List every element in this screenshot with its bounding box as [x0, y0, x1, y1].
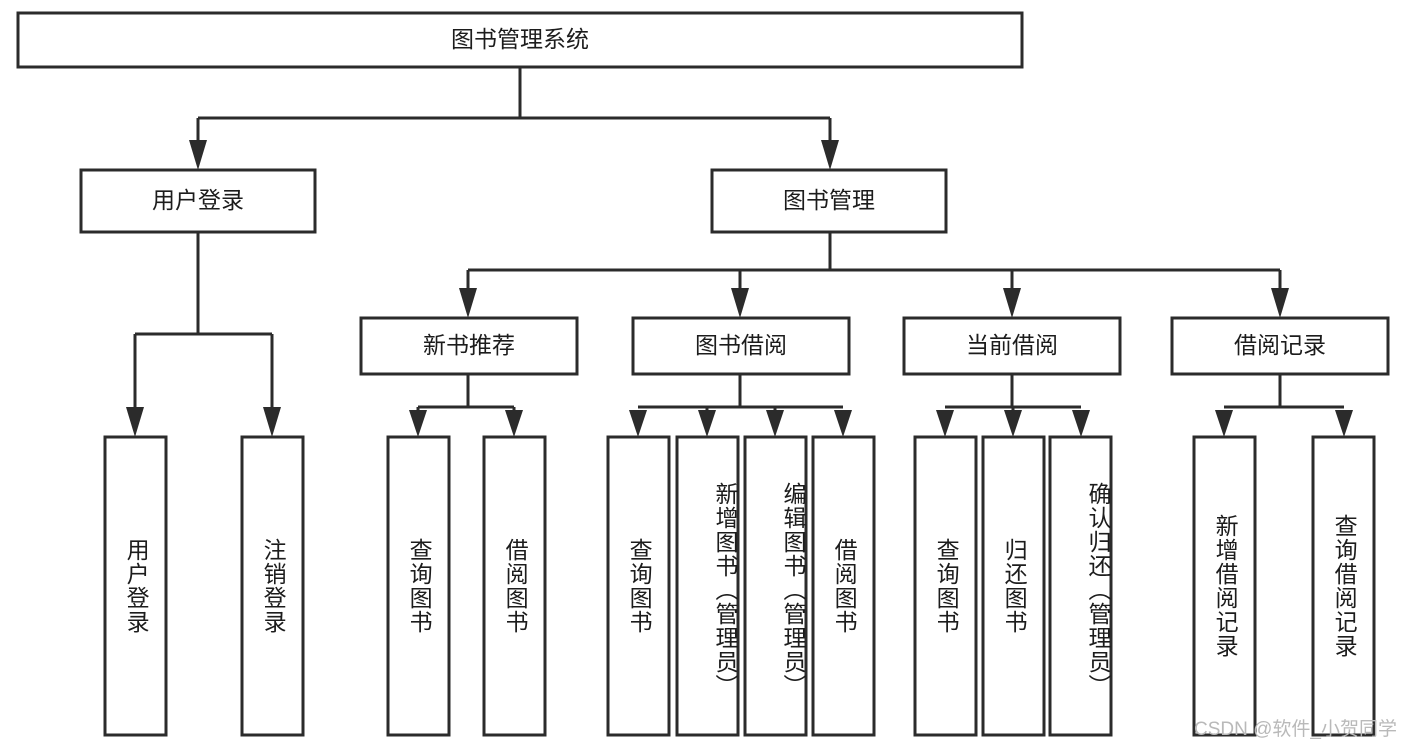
leaf-box-logout[interactable]	[240, 435, 305, 737]
node-book-management-label: 图书管理	[783, 187, 875, 213]
arrow-head-bb-edit-book	[766, 410, 784, 437]
connector-group-new-book-rec	[409, 374, 523, 437]
node-root-box[interactable]	[16, 11, 1024, 69]
leaf-box-bb-query-book[interactable]	[606, 435, 671, 737]
arrow-head-borrow-record	[1271, 288, 1289, 318]
node-new-book-recommend-label: 新书推荐	[423, 332, 515, 358]
leaf-box-cb-confirm-return[interactable]	[1048, 435, 1113, 737]
node-borrow-record-label: 借阅记录	[1234, 332, 1326, 358]
arrow-head-book-mgmt	[821, 140, 839, 170]
node-book-management-box[interactable]	[710, 168, 948, 234]
leaf-box-bb-borrow-book[interactable]	[811, 435, 876, 737]
node-root[interactable]: 图书管理系统	[16, 11, 1024, 69]
arrow-head-br-add-record	[1215, 410, 1233, 437]
arrow-head-cb-confirm-return	[1072, 410, 1090, 437]
node-user-login-box[interactable]	[79, 168, 317, 234]
arrow-head-leaf-logout	[263, 407, 281, 437]
arrow-head-leaf-user-login	[126, 407, 144, 437]
leaf-box-user-login[interactable]	[103, 435, 168, 737]
connector-group-borrow-record	[1215, 374, 1353, 437]
leaf-box-nbr-borrow-book[interactable]	[482, 435, 547, 737]
node-borrow-record[interactable]: 借阅记录	[1170, 316, 1390, 376]
connector-group-book-borrow	[629, 374, 852, 437]
connector-group-current-borrow	[936, 374, 1090, 437]
arrow-head-bb-borrow-book	[834, 410, 852, 437]
arrow-head-bb-query-book	[629, 410, 647, 437]
arrow-head-bb-add-book	[698, 410, 716, 437]
node-root-label: 图书管理系统	[451, 26, 589, 52]
arrow-head-br-query-record	[1335, 410, 1353, 437]
arrow-head-nbr-query-book	[409, 410, 427, 437]
leaf-box-bb-edit-book[interactable]	[743, 435, 808, 737]
node-new-book-recommend-box[interactable]	[359, 316, 579, 376]
leaf-box-cb-return-book[interactable]	[981, 435, 1046, 737]
arrow-head-current-borrow	[1003, 288, 1021, 318]
arrow-head-nbr-borrow-book	[505, 410, 523, 437]
connector-group-root	[189, 67, 839, 170]
leaf-box-br-query-record[interactable]	[1311, 435, 1376, 737]
connector-group-user-login	[126, 232, 281, 437]
node-current-borrow[interactable]: 当前借阅	[902, 316, 1122, 376]
connector-group-book-mgmt	[459, 232, 1289, 318]
arrow-head-cb-return-book	[1004, 410, 1022, 437]
leaf-boxes-group	[103, 435, 1376, 737]
node-book-borrow[interactable]: 图书借阅	[631, 316, 851, 376]
node-new-book-recommend[interactable]: 新书推荐	[359, 316, 579, 376]
leaf-box-bb-add-book[interactable]	[675, 435, 740, 737]
node-book-borrow-label: 图书借阅	[695, 332, 787, 358]
node-user-login[interactable]: 用户登录	[79, 168, 317, 234]
node-borrow-record-box[interactable]	[1170, 316, 1390, 376]
node-current-borrow-box[interactable]	[902, 316, 1122, 376]
node-book-management[interactable]: 图书管理	[710, 168, 948, 234]
arrow-head-book-borrow	[731, 288, 749, 318]
leaf-box-nbr-query-book[interactable]	[386, 435, 451, 737]
leaf-box-br-add-record[interactable]	[1192, 435, 1257, 737]
node-book-borrow-box[interactable]	[631, 316, 851, 376]
node-current-borrow-label: 当前借阅	[966, 332, 1058, 358]
leaf-box-cb-query-book[interactable]	[913, 435, 978, 737]
arrow-head-new-book-rec	[459, 288, 477, 318]
csdn-watermark: CSDN @软件_小贺同学	[1194, 719, 1397, 740]
arrow-head-cb-query-book	[936, 410, 954, 437]
arrow-head-user-login	[189, 140, 207, 170]
node-user-login-label: 用户登录	[152, 187, 244, 213]
